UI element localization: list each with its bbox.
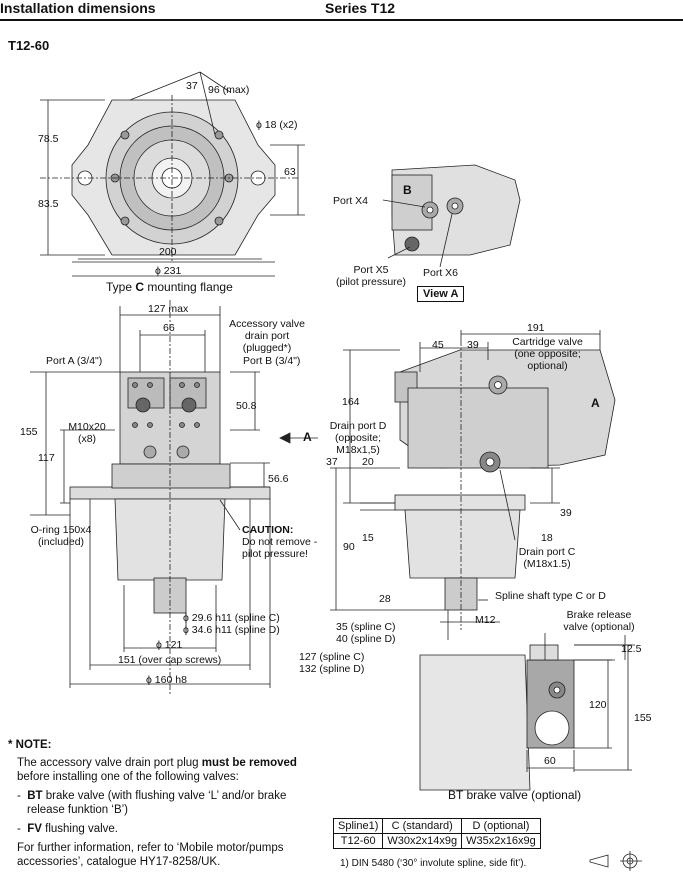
dim-12-5: 12.5 — [621, 643, 642, 655]
model-title: T12-60 — [8, 38, 50, 53]
dim-191: 191 — [527, 322, 545, 334]
dim-45: 45 — [432, 339, 444, 351]
flange-caption: Type C mounting flange — [106, 280, 233, 294]
thread-label: M10x20(x8) — [68, 421, 106, 445]
spline-header-spline: Spline1) — [332, 818, 384, 834]
caution-label: CAUTION:Do not remove -pilot pressure! — [242, 524, 318, 560]
dim-60: 60 — [544, 755, 556, 767]
dim-164: 164 — [342, 396, 360, 408]
note-bullet-bt: - BT brake valve (with flushing valve ‘L… — [17, 790, 287, 816]
mounting-flange-drawing — [40, 71, 305, 277]
dim-37-side: 37 — [326, 456, 338, 468]
port-x6-label: Port X6 — [423, 267, 459, 279]
projection-symbol — [589, 851, 642, 871]
dim-50-8: 50.8 — [236, 400, 257, 412]
spline-header-c: C (standard) — [382, 818, 463, 834]
view-a-label-b: B — [403, 183, 412, 197]
note-paragraph-1: The accessory valve drain port plug must… — [17, 757, 297, 783]
view-arrow-a-label: A — [303, 430, 312, 444]
spline-diameter-label: ϕ 29.6 h11 (spline C)ϕ 34.6 h11 (spline … — [183, 612, 280, 636]
dim-37: 37 — [186, 80, 198, 92]
note-bullet-fv: - FV flushing valve. — [17, 823, 119, 835]
dim-78-5: 78.5 — [38, 133, 59, 145]
dim-155-bt: 155 — [634, 712, 652, 724]
port-x4-label: Port X4 — [333, 195, 369, 207]
dim-20: 20 — [362, 456, 374, 468]
spline-footnote: 1) DIN 5480 (‘30° involute spline, side … — [340, 858, 527, 869]
dim-151: 151 (over cap screws) — [118, 654, 222, 666]
bt-brake-valve-drawing — [419, 633, 635, 791]
dim-121: ϕ 121 — [156, 639, 183, 651]
side-label-a: A — [591, 396, 600, 410]
spline-shaft-label: Spline shaft type C or D — [495, 590, 606, 602]
cartridge-valve-label: Cartridge valve(one opposite;optional) — [512, 336, 583, 372]
header-series: Series T12 — [325, 0, 396, 16]
dim-63: 63 — [284, 166, 296, 178]
port-x5-label: Port X5(pilot pressure) — [335, 264, 407, 288]
dim-96-max: 96 (max) — [208, 84, 250, 96]
dim-m12: M12 — [475, 614, 496, 626]
port-b-label: Port B (3/4") — [243, 355, 301, 367]
dim-200: 200 — [159, 246, 177, 258]
dim-15: 15 — [362, 532, 374, 544]
dim-39-right: 39 — [560, 507, 572, 519]
dim-18: 18 — [541, 532, 553, 544]
length-spline-long: 127 (spline C)132 (spline D) — [299, 651, 365, 675]
spline-cell-d: W35x2x16x9g — [461, 833, 541, 849]
header-title: Installation dimensions — [0, 0, 156, 16]
dim-56-6: 56.6 — [268, 473, 289, 485]
length-spline-short: 35 (spline C)40 (spline D) — [336, 621, 396, 645]
dim-231: ϕ 231 — [155, 265, 182, 277]
spline-header-d: D (optional) — [461, 818, 541, 834]
dim-160: ϕ 160 h8 — [146, 674, 187, 686]
oring-label: O-ring 150x4(included) — [30, 524, 92, 548]
dim-127-max: 127 max — [148, 303, 189, 315]
dim-117: 117 — [38, 452, 55, 464]
side-view-drawing — [330, 330, 616, 640]
spline-cell-c: W30x2x14x9g — [382, 833, 463, 849]
note-title: * NOTE: — [8, 739, 52, 751]
drain-port-d-label: Drain port D(opposite;M18x1,5) — [329, 420, 387, 456]
dim-120: 120 — [589, 699, 607, 711]
dim-bolt-hole: ϕ 18 (x2) — [256, 119, 298, 131]
front-view-drawing — [30, 300, 318, 695]
view-a-tag: View A — [417, 286, 465, 302]
dim-90: 90 — [343, 541, 355, 553]
port-a-label: Port A (3/4") — [46, 355, 103, 367]
dim-83-5: 83.5 — [38, 198, 59, 210]
dim-28: 28 — [379, 593, 391, 605]
drain-port-c-label: Drain port C(M18x1.5) — [518, 546, 576, 570]
dim-155: 155 — [20, 426, 38, 438]
spline-table: Spline1) C (standard) D (optional) T12-6… — [332, 818, 541, 849]
note-further-info: For further information, refer to ‘Mobil… — [17, 842, 284, 868]
bt-caption: BT brake valve (optional) — [448, 788, 582, 802]
view-a-drawing — [382, 164, 521, 268]
header-rule — [0, 19, 683, 21]
dim-66: 66 — [163, 322, 175, 334]
spline-cell-model: T12-60 — [332, 833, 384, 849]
dim-39-top: 39 — [467, 339, 479, 351]
